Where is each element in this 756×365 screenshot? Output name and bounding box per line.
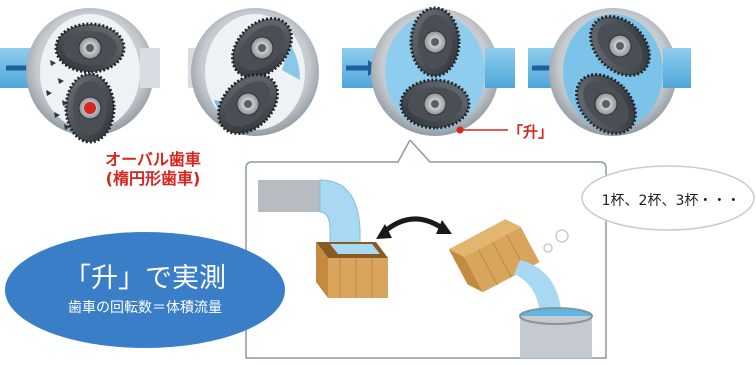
pouring-pipe (258, 180, 320, 212)
water-stream (514, 260, 562, 320)
gear-stages-diagram (0, 3, 691, 147)
gear-name-line2: (楕円形歯車) (105, 169, 201, 188)
stage-2 (188, 5, 319, 147)
masu-label: 「升」 (508, 123, 554, 141)
stage-1 (0, 8, 160, 144)
stage-4 (528, 3, 691, 147)
counting-text: 1杯、2杯、3杯・・・ (601, 193, 741, 209)
stage-3 (342, 6, 515, 136)
oval-gear-top (54, 22, 126, 74)
method-title: 「升」で実測 (64, 263, 226, 294)
receiving-bucket (519, 307, 593, 358)
summary-ellipse (5, 232, 285, 348)
gear-marker (84, 102, 96, 114)
oval-gear-bottom (399, 78, 471, 130)
masu-box-left (316, 242, 388, 298)
gear-name-label: オーバル歯車 (楕円形歯車) (92, 150, 214, 188)
masu-analogy-panel (5, 140, 755, 359)
double-arrow-icon (376, 216, 452, 239)
oval-gear-top (409, 6, 461, 78)
thought-bubble (543, 165, 755, 253)
method-formula: 歯車の回転数＝体積流量 (68, 300, 222, 316)
masu-box-right (448, 219, 540, 293)
gear-name-line1: オーバル歯車 (105, 150, 201, 169)
